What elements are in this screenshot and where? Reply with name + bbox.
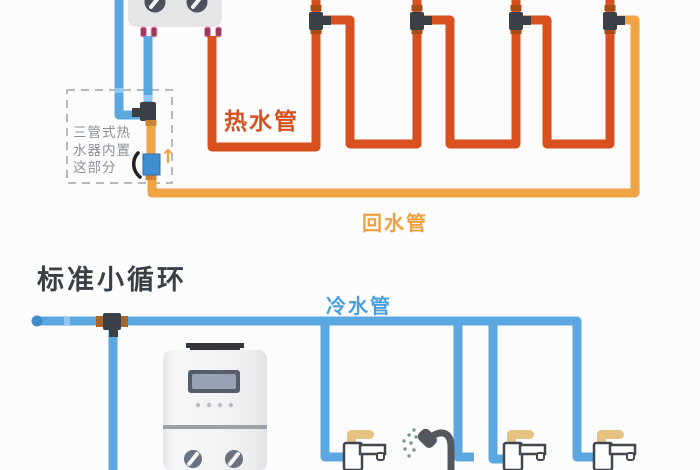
heater-indicator-dots xyxy=(195,402,234,408)
faucet-icon xyxy=(592,430,637,470)
water-heater-bottom-icon xyxy=(163,343,267,470)
pipe-collars xyxy=(310,5,616,34)
heater-knob-icon xyxy=(186,0,208,13)
cold-water-pipe xyxy=(34,316,594,470)
heater-internal-note: 三管式热 水器内置 这部分 xyxy=(73,125,131,176)
tee-fitting-icon xyxy=(309,12,331,30)
heater-vent-icon xyxy=(186,343,244,348)
heater-knob-icon xyxy=(144,0,166,13)
valve-lever-icon xyxy=(132,151,142,179)
pipe-collar xyxy=(145,175,157,180)
shower-icon xyxy=(402,428,455,470)
cold-tee-fitting-icon xyxy=(96,313,128,337)
cold-pipe-label: 冷水管 xyxy=(326,294,392,318)
shower-spray-dots xyxy=(402,428,418,458)
pipe-joint xyxy=(64,317,70,325)
tee-fittings xyxy=(309,12,625,30)
pipe-joint xyxy=(143,95,153,101)
check-valve-icon xyxy=(132,151,161,179)
tee-fitting-icon xyxy=(410,12,432,30)
standard-loop-diagram xyxy=(31,313,637,470)
hot-return-loop-diagram xyxy=(66,0,640,198)
hot-water-pipe xyxy=(207,0,615,152)
faucet-icon xyxy=(502,430,547,470)
tee-fitting-icon xyxy=(509,12,531,30)
water-heater-top-icon xyxy=(128,0,222,38)
faucet-icon xyxy=(342,430,387,470)
hot-pipe-label: 热水管 xyxy=(224,109,299,135)
pipe-collar xyxy=(145,120,157,126)
flow-direction-arrow-icon: ↑ xyxy=(160,146,176,168)
section-title: 标准小循环 xyxy=(37,265,187,296)
heater-tee-fitting-icon xyxy=(132,102,156,121)
return-pipe-label: 回水管 xyxy=(362,211,428,235)
pipe-end-cap xyxy=(31,315,43,327)
tee-fitting-icon xyxy=(603,12,625,30)
heater-connection-studs xyxy=(140,26,222,38)
pipe-joint xyxy=(114,88,124,93)
